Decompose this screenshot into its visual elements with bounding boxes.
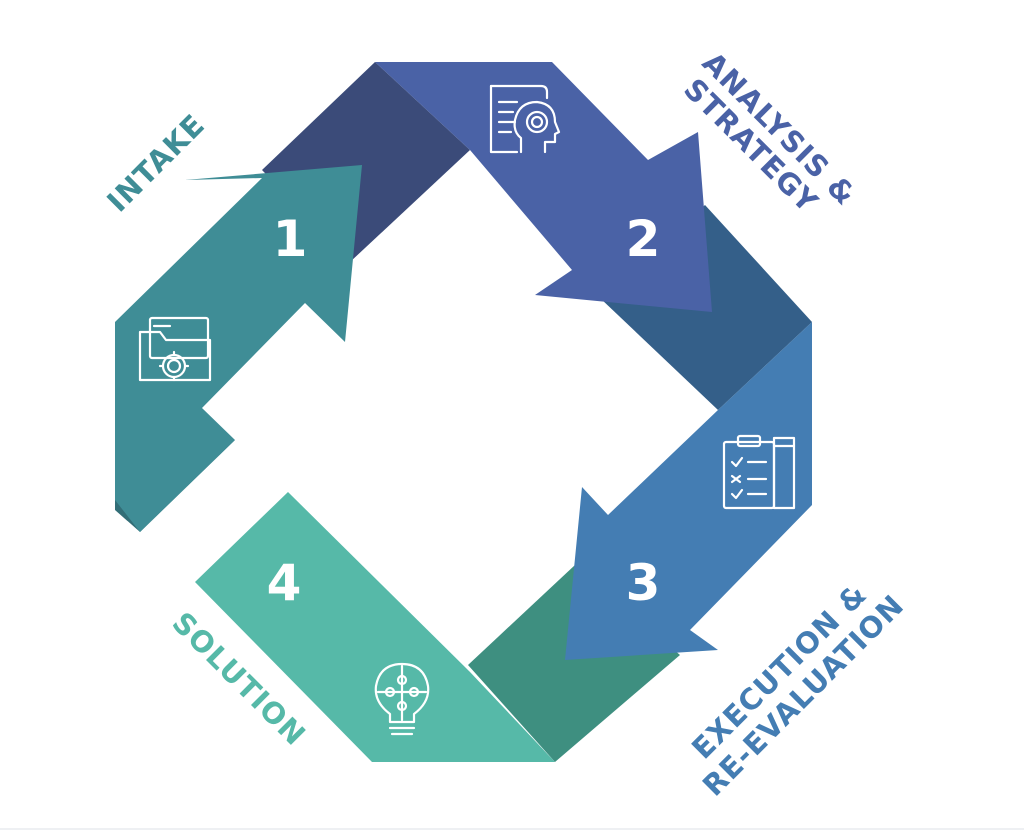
- step-1-label: INTAKE: [100, 107, 211, 218]
- step-3-arrow: [565, 322, 812, 660]
- step-2-arrow: [375, 62, 712, 312]
- lightbulb-puzzle-icon: [374, 662, 430, 736]
- step-4-number: 4: [267, 554, 302, 612]
- step-2-number: 2: [626, 210, 661, 268]
- step-4-arrow: [195, 492, 555, 762]
- clipboard-checklist-icon: [722, 434, 796, 510]
- head-gear-icon: [489, 84, 561, 154]
- step-1-arrow: [115, 165, 362, 532]
- bottom-divider: [0, 828, 1024, 830]
- step-3-label-line2: RE-EVALUATION: [696, 588, 911, 803]
- folder-gear-icon: [138, 316, 212, 382]
- step-1-number: 1: [273, 210, 308, 268]
- step-3-number: 3: [626, 554, 661, 612]
